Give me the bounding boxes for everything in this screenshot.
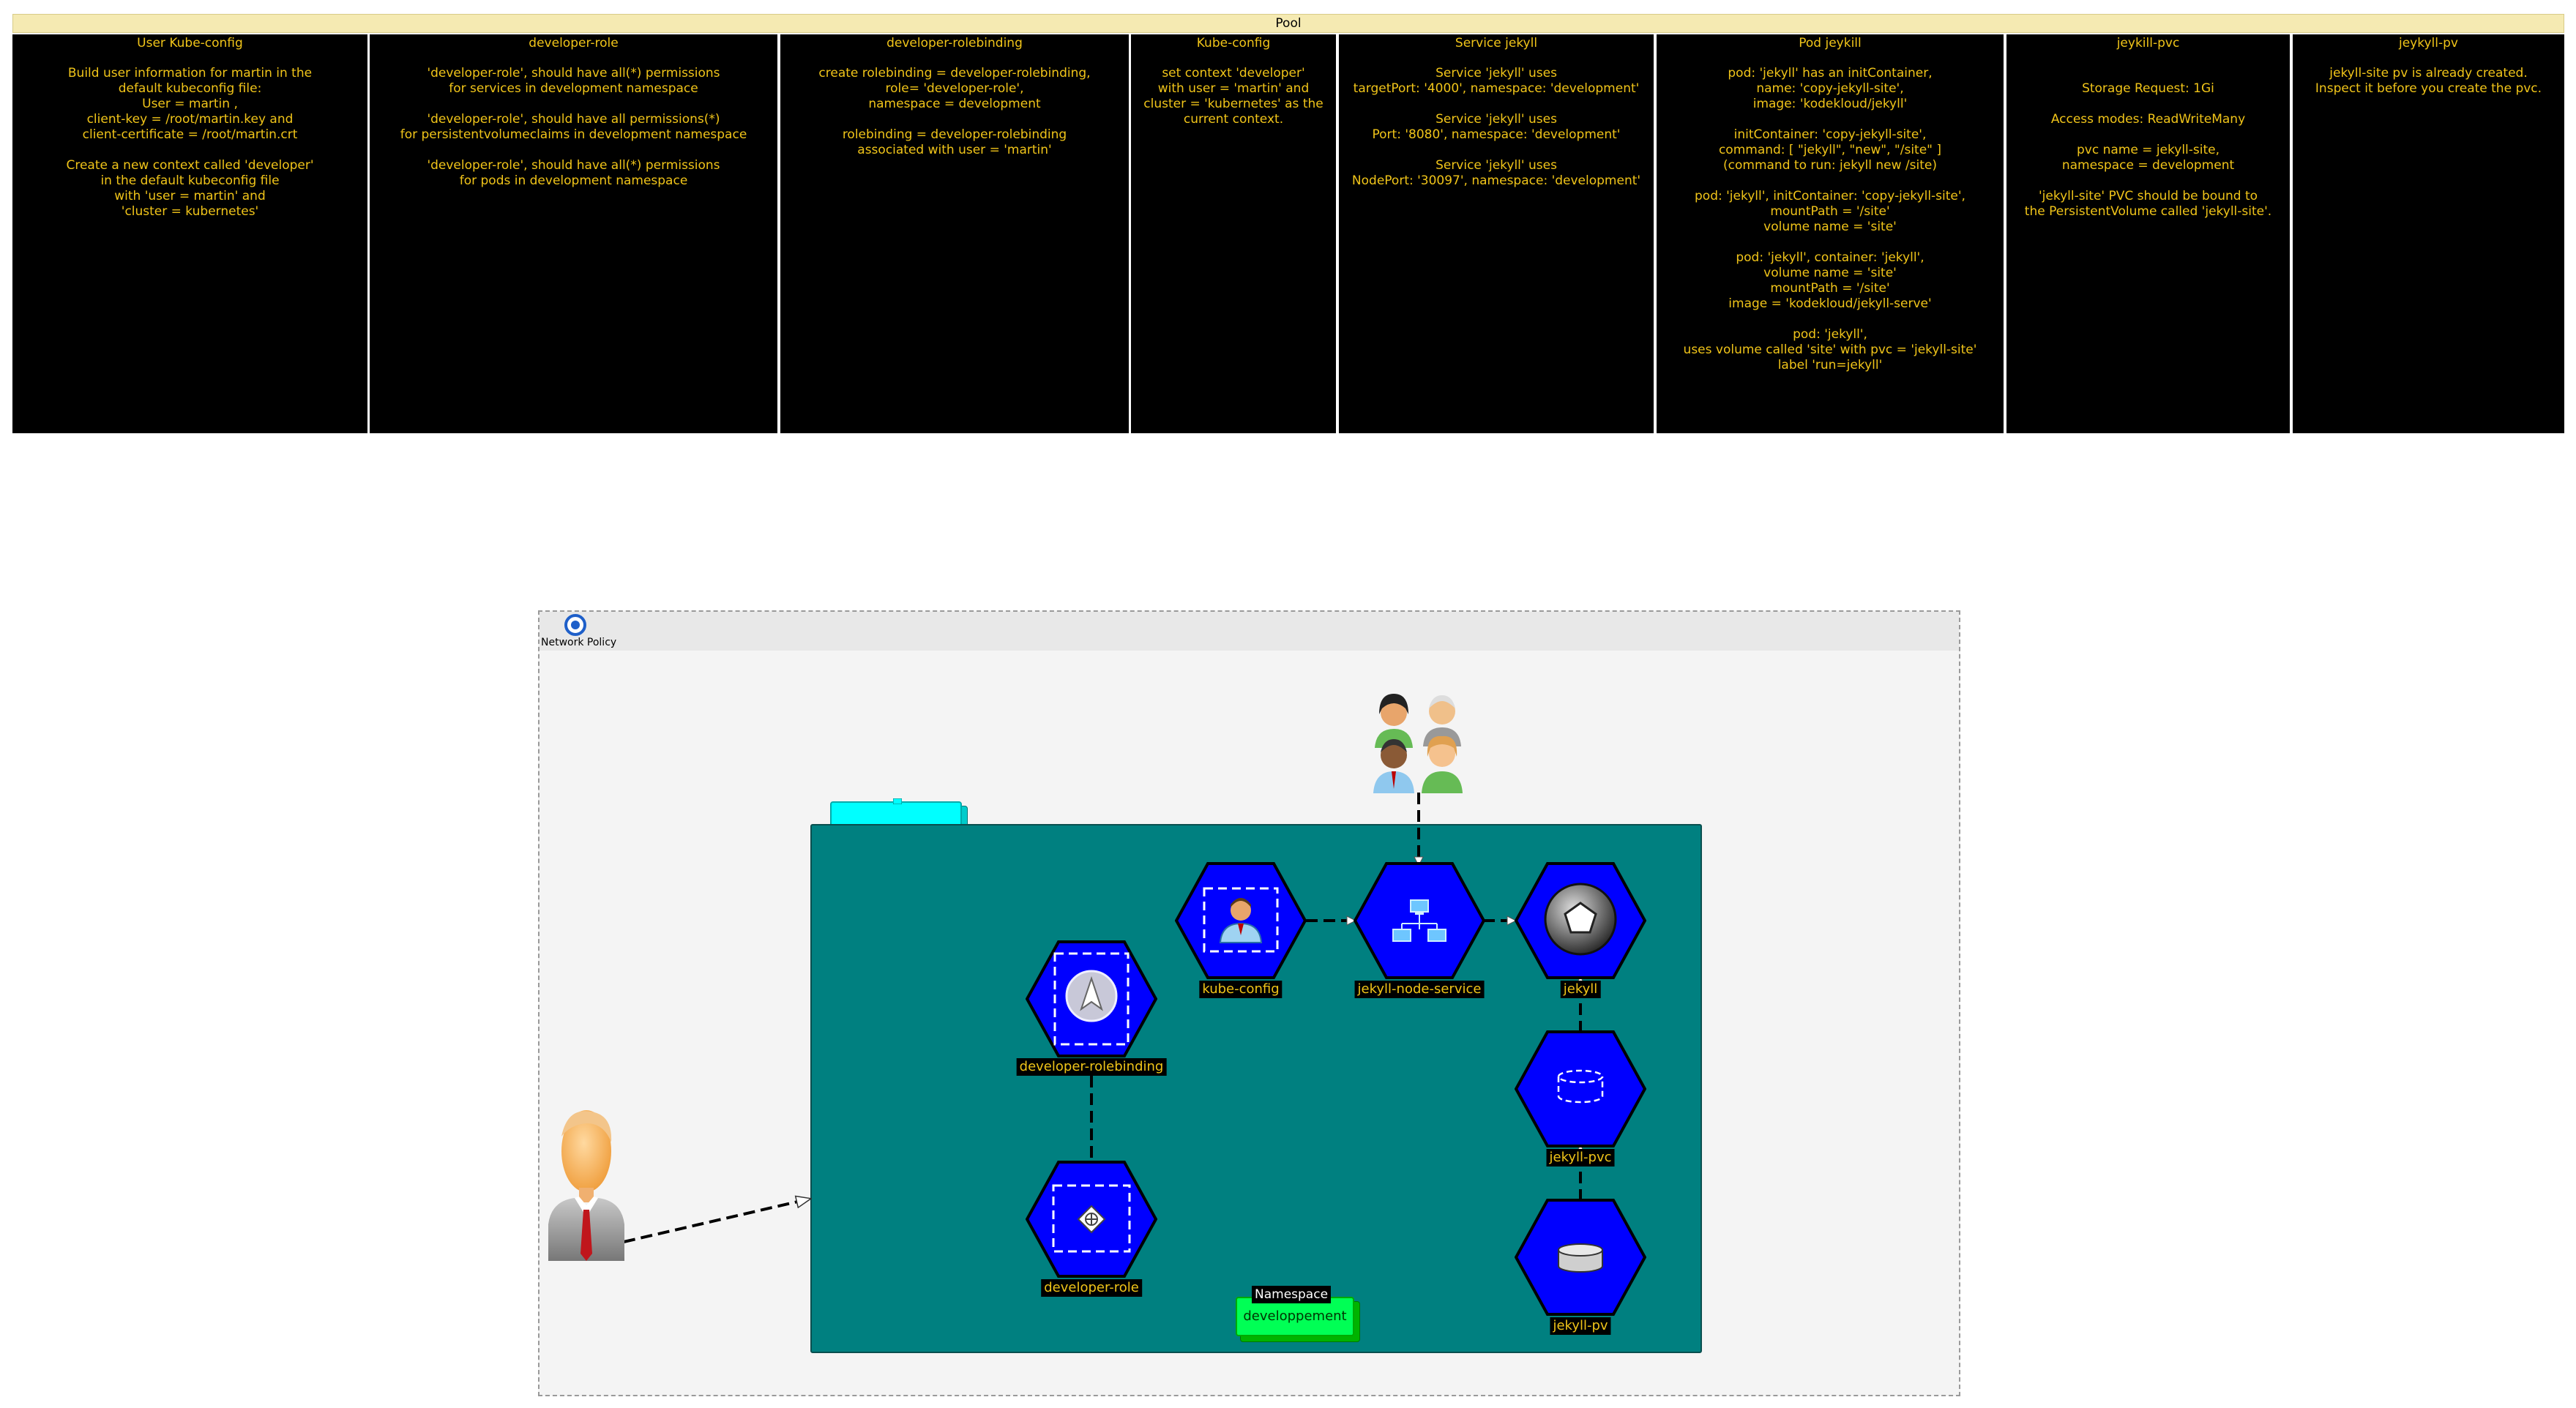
pool-header: Pool	[12, 14, 2564, 33]
lane-developer-role: developer-role 'developer-role', should …	[370, 34, 777, 433]
node-jekyll[interactable]	[1515, 862, 1646, 979]
network-policy-icon	[564, 614, 586, 636]
node-jekyll-pv-label: jekyll-pv	[1550, 1317, 1611, 1335]
namespace-chip: developpement	[1236, 1297, 1360, 1342]
volume-claim-icon	[1557, 1069, 1604, 1104]
team-icon	[1373, 694, 1463, 793]
lane-jeykill-pvc: jeykill-pvc Storage Request: 1Gi Access …	[2006, 34, 2290, 433]
user-icon	[548, 1110, 624, 1261]
navigation-icon	[1065, 970, 1118, 1022]
lane-title: User Kube-config	[137, 36, 243, 50]
pod-icon	[1544, 883, 1617, 956]
edge-user-to-namespace	[623, 1199, 810, 1243]
lane-body: Service 'jekyll' uses targetPort: '4000'…	[1351, 66, 1641, 188]
node-developer-rolebinding-label: developer-rolebinding	[1016, 1058, 1167, 1076]
node-jekyll-label: jekyll	[1560, 981, 1601, 998]
lane-body: 'developer-role', should have all(*) per…	[400, 66, 747, 188]
lane-title: Service jekyll	[1455, 36, 1538, 50]
lane-title: developer-rolebinding	[886, 36, 1023, 50]
node-jekyll-pv[interactable]	[1515, 1199, 1646, 1316]
user-icon	[1219, 898, 1263, 943]
network-policy-label: Network Policy	[541, 637, 617, 648]
lane-title: Pod jeykill	[1799, 36, 1862, 50]
role-icon	[1077, 1205, 1106, 1234]
namespace-chip-label: developpement	[1236, 1297, 1354, 1336]
lane-pod-jeykill: Pod jeykill pod: 'jekyll' has an initCon…	[1657, 34, 2004, 433]
lane-kube-config: Kube-config set context 'developer' with…	[1131, 34, 1336, 433]
lane-body: jekyll-site pv is already created. Inspe…	[2315, 66, 2542, 96]
node-kube-config-label: kube-config	[1199, 981, 1283, 998]
lane-service-jekyll: Service jekyll Service 'jekyll' uses tar…	[1339, 34, 1654, 433]
lane-body: create rolebinding = developer-rolebindi…	[818, 66, 1091, 157]
namespace-chip-title: Namespace	[1252, 1286, 1332, 1303]
lane-body: pod: 'jekyll' has an initContainer, name…	[1683, 66, 1977, 372]
node-jekyll-pvc-label: jekyll-pvc	[1546, 1149, 1615, 1167]
lane-title: jeykyll-pv	[2399, 36, 2458, 50]
volume-icon	[1558, 1243, 1603, 1273]
network-icon	[1392, 899, 1446, 942]
namespace-tab-marker	[893, 798, 902, 804]
node-jekyll-node-service[interactable]	[1354, 862, 1485, 979]
lane-title: developer-role	[529, 36, 619, 50]
node-developer-role-label: developer-role	[1041, 1279, 1142, 1297]
network-policy-header	[540, 612, 1959, 651]
node-kube-config[interactable]	[1175, 862, 1307, 979]
lane-body: set context 'developer' with user = 'mar…	[1143, 66, 1324, 127]
lane-body: Storage Request: 1Gi Access modes: ReadW…	[2024, 81, 2272, 219]
node-developer-rolebinding[interactable]	[1026, 940, 1157, 1057]
node-jekyll-node-service-label: jekyll-node-service	[1354, 981, 1485, 998]
lane-developer-rolebinding: developer-rolebinding create rolebinding…	[780, 34, 1129, 433]
node-developer-role[interactable]	[1026, 1161, 1157, 1278]
lane-user-kube-config: User Kube-config Build user information …	[12, 34, 367, 433]
lane-title: jeykill-pvc	[2116, 36, 2180, 50]
lane-body: Build user information for martin in the…	[66, 66, 314, 219]
lane-title: Kube-config	[1196, 36, 1271, 50]
lane-jeykyll-pv: jeykyll-pv jekyll-site pv is already cre…	[2293, 34, 2564, 433]
node-jekyll-pvc[interactable]	[1515, 1030, 1646, 1147]
